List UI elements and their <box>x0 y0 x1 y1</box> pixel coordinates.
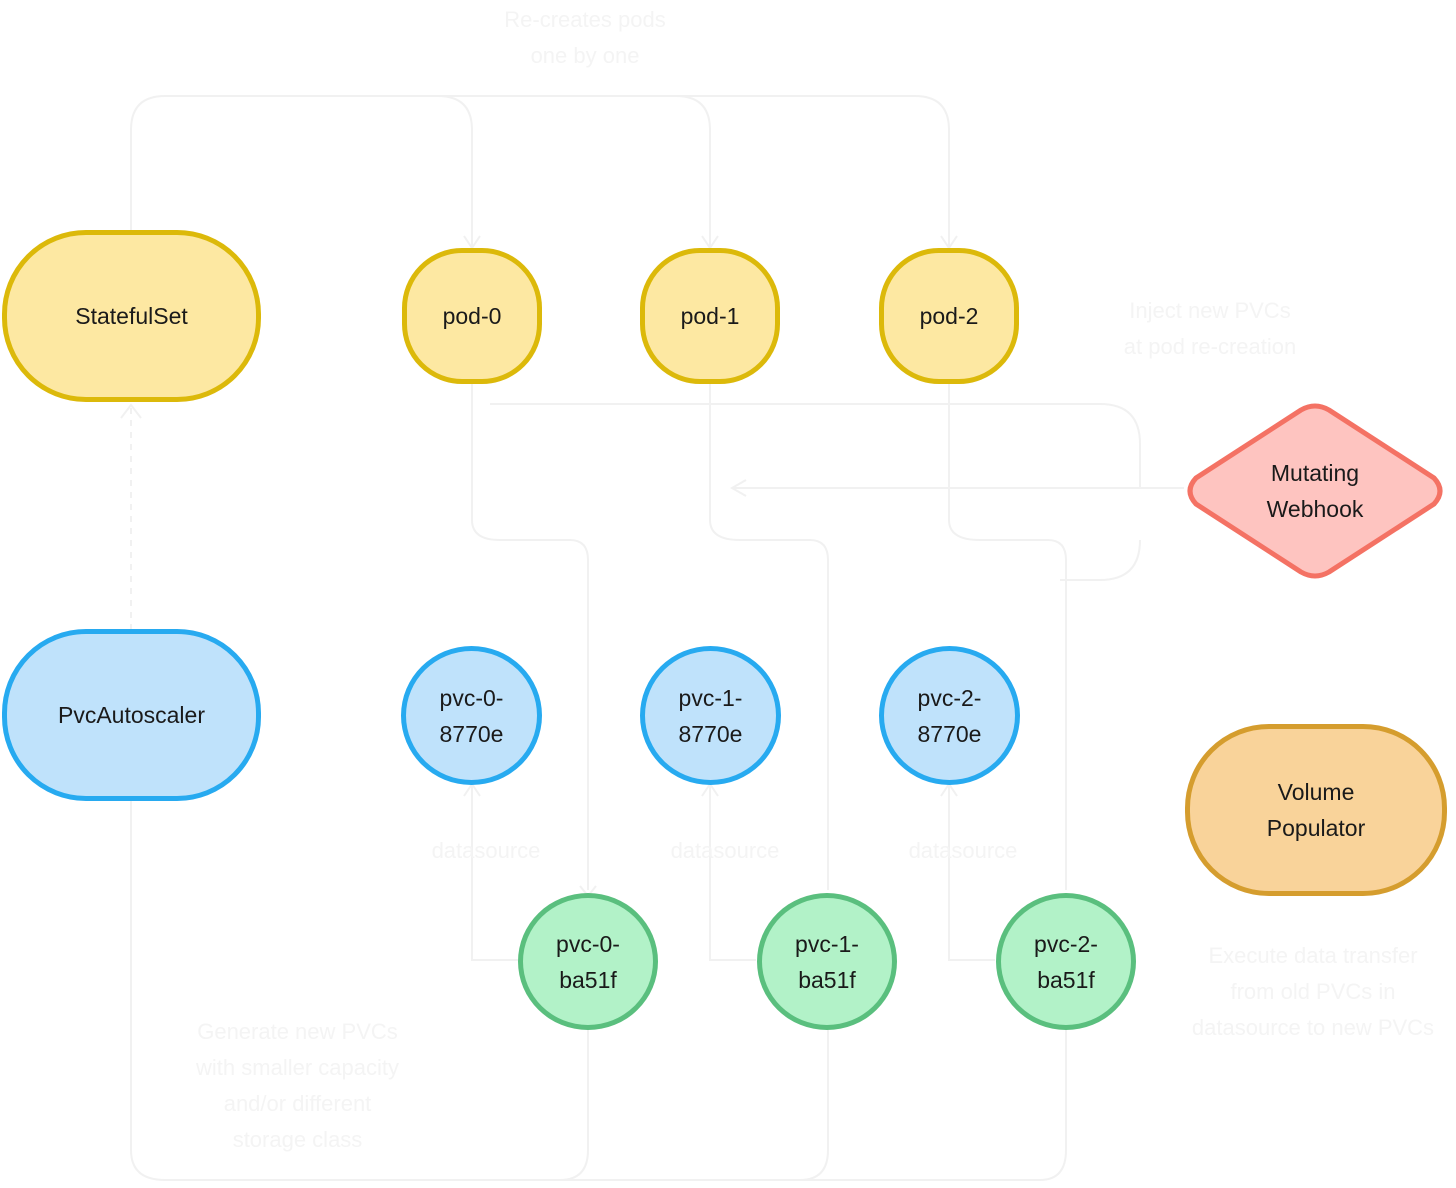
annotation-data-transfer: Execute data transfer from old PVCs in d… <box>1191 943 1435 1040</box>
statefulset-label: StatefulSet <box>75 303 188 329</box>
edge-pod2-to-pvc <box>948 384 1067 890</box>
arrow-webhook-head <box>729 479 747 497</box>
statefulset-node: StatefulSet <box>2 230 261 402</box>
annotation-generate-pvcs: Generate new PVCs with smaller capacity … <box>196 1019 399 1152</box>
pod-2-label: pod-2 <box>919 303 979 329</box>
edge-generate-pvc1 <box>799 1030 829 1181</box>
edge-webhook-top <box>490 403 1141 488</box>
pod-1-label: pod-1 <box>680 303 740 329</box>
edge-datasource-2 <box>948 784 995 961</box>
annotation-recreate-pods: Re-creates pods one by one <box>504 7 666 68</box>
pod-2-node: pod-2 <box>879 248 1019 384</box>
mutating-webhook-node: Mutating Webhook <box>1182 402 1448 580</box>
edge-branch-pod1 <box>675 95 711 248</box>
annotation-datasource-2: datasource <box>908 838 1018 863</box>
edge-datasource-0 <box>471 784 518 961</box>
pod-1-node: pod-1 <box>640 248 780 384</box>
edge-statefulset-to-pods <box>130 95 950 248</box>
edge-pod0-to-pvc <box>471 384 589 890</box>
edge-webhook-loop <box>1060 539 1141 581</box>
pvc-2-8770e-node: pvc-2- 8770e <box>879 646 1020 785</box>
mutating-webhook-label: Mutating Webhook <box>1266 460 1364 522</box>
pvc-1-8770e-node: pvc-1- 8770e <box>640 646 781 785</box>
pod-0-node: pod-0 <box>402 248 542 384</box>
edge-branch-pod0 <box>437 95 473 248</box>
edge-generate-pvc0 <box>559 1030 589 1181</box>
pvc-2-ba51f-node: pvc-2- ba51f <box>996 893 1136 1030</box>
mutating-webhook-shape <box>1187 403 1443 579</box>
pod-0-label: pod-0 <box>442 303 502 329</box>
edge-datasource-1 <box>709 784 756 961</box>
pvc-1-ba51f-node: pvc-1- ba51f <box>757 893 897 1030</box>
annotation-inject-pvcs: Inject new PVCs at pod re-creation <box>1123 298 1297 359</box>
pvc-0-ba51f-node: pvc-0- ba51f <box>518 893 658 1030</box>
pvcautoscaler-node: PvcAutoscaler <box>2 629 261 801</box>
volume-populator-node: Volume Populator <box>1185 724 1447 896</box>
annotation-datasource-0: datasource <box>431 838 541 863</box>
annotation-datasource-1: datasource <box>670 838 780 863</box>
pvc-0-8770e-node: pvc-0- 8770e <box>401 646 542 785</box>
edge-pod1-to-pvc <box>709 384 829 890</box>
edge-autoscaler-generate <box>130 800 1067 1181</box>
pvcautoscaler-label: PvcAutoscaler <box>57 702 205 728</box>
arrow-statefulset-head <box>120 403 142 419</box>
